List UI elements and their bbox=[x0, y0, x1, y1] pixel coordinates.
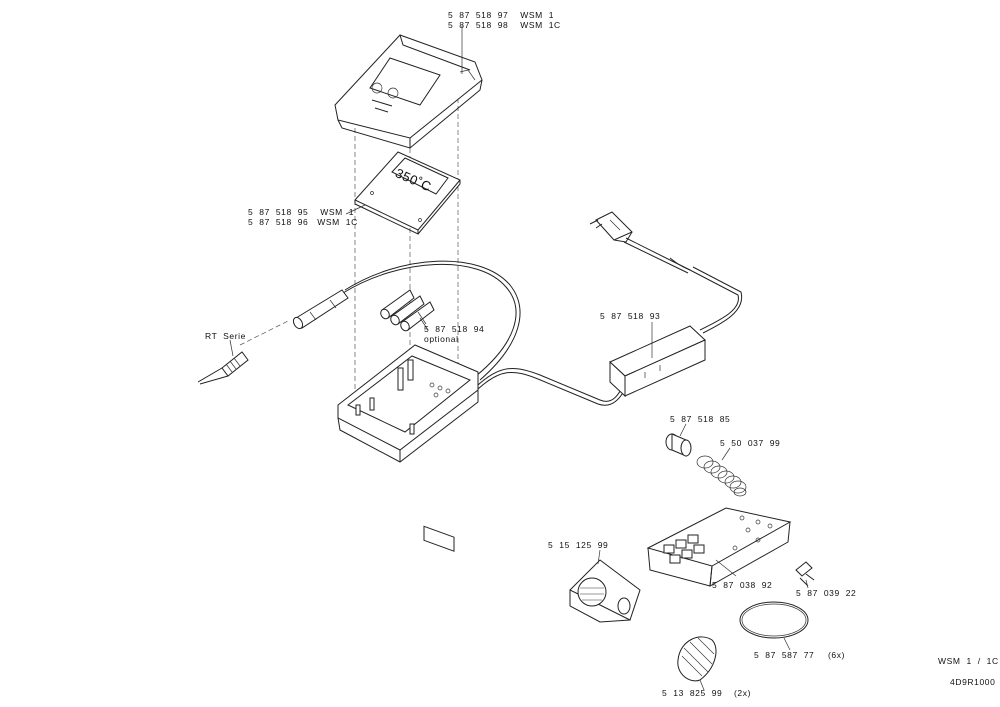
pcb-display-icon bbox=[354, 151, 461, 235]
label-display-housing-wsm1c: 5 87 518 98 WSM 1C bbox=[448, 20, 561, 30]
batteries-icon bbox=[380, 289, 435, 332]
tip-cup-icon bbox=[569, 559, 641, 623]
drawing-number: 4D9R1000 bbox=[950, 677, 996, 687]
power-supply-icon bbox=[609, 325, 706, 398]
label-ring-part: 5 87 587 77 bbox=[754, 650, 815, 660]
label-cup: 5 15 125 99 bbox=[548, 540, 609, 550]
label-base-plate: 5 87 038 92 bbox=[712, 580, 773, 590]
label-ring-qty: (6x) bbox=[828, 650, 846, 660]
label-pcb-wsm1c: 5 87 518 96 WSM 1C bbox=[248, 217, 358, 227]
soldering-iron-cable bbox=[342, 260, 521, 381]
stand-base-plate-icon bbox=[646, 507, 792, 587]
soldering-iron-icon bbox=[292, 289, 349, 330]
label-power-supply: 5 87 518 93 bbox=[600, 311, 661, 321]
leader-lines bbox=[345, 26, 809, 691]
sponge-icon bbox=[677, 636, 717, 682]
power-cables bbox=[477, 237, 743, 406]
label-sponge-qty: (2x) bbox=[734, 688, 752, 698]
label-spiral: 5 50 037 99 bbox=[720, 438, 781, 448]
plug-icon bbox=[589, 211, 633, 243]
label-screw: 5 87 039 22 bbox=[796, 588, 857, 598]
base-unit-icon bbox=[337, 344, 479, 552]
display-housing-icon bbox=[334, 34, 483, 149]
label-rt-series: RT Serie bbox=[205, 331, 246, 341]
label-batteries-part: 5 87 518 94 bbox=[424, 324, 485, 334]
rt-tip-icon bbox=[197, 339, 249, 385]
label-pcb-wsm1: 5 87 518 95 WSM 1 bbox=[248, 207, 355, 217]
sleeve-icon bbox=[665, 433, 692, 457]
label-sponge-part: 5 13 825 99 bbox=[662, 688, 723, 698]
label-display-housing-wsm1: 5 87 518 97 WSM 1 bbox=[448, 10, 555, 20]
screw-pins-icon bbox=[795, 561, 815, 587]
label-batteries-optional: optional bbox=[424, 334, 459, 344]
spiral-spring-icon bbox=[696, 455, 747, 497]
rubber-ring-icon bbox=[739, 601, 809, 639]
label-sleeve: 5 87 518 85 bbox=[670, 414, 731, 424]
model-title: WSM 1 / 1C bbox=[938, 656, 999, 666]
